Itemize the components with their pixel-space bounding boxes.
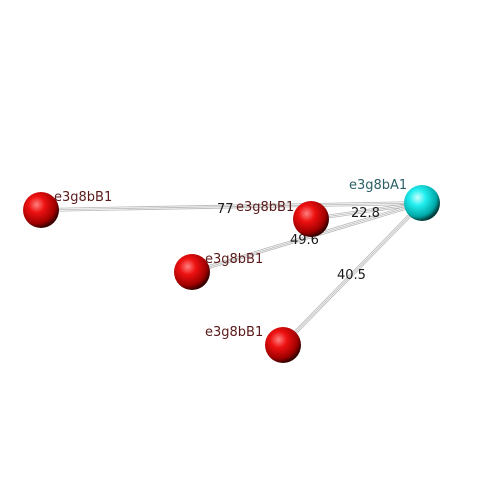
distance-label: 22.8 [351,206,380,221]
edge-b4 [281,201,424,347]
atom-label: e3g8bB1 [236,200,294,215]
atom-label: e3g8bB1 [205,252,263,267]
node-labels-layer: e3g8bA1 e3g8bB1 e3g8bB1 e3g8bB1 e3g8bB1 [54,178,407,340]
nodes-layer [23,185,440,363]
atom-sphere-b4[interactable] [265,327,301,363]
atom-label: e3g8bB1 [205,325,263,340]
edge-b1 [40,201,423,212]
distance-label: 77 [217,202,234,217]
distance-label: 40.5 [337,268,366,283]
atom-sphere-b2[interactable] [293,201,329,237]
atom-label: e3g8bB1 [54,190,112,205]
atom-sphere-a[interactable] [404,185,440,221]
atom-sphere-b3[interactable] [174,254,210,290]
atom-label: e3g8bA1 [349,178,407,193]
atom-sphere-b1[interactable] [23,192,59,228]
